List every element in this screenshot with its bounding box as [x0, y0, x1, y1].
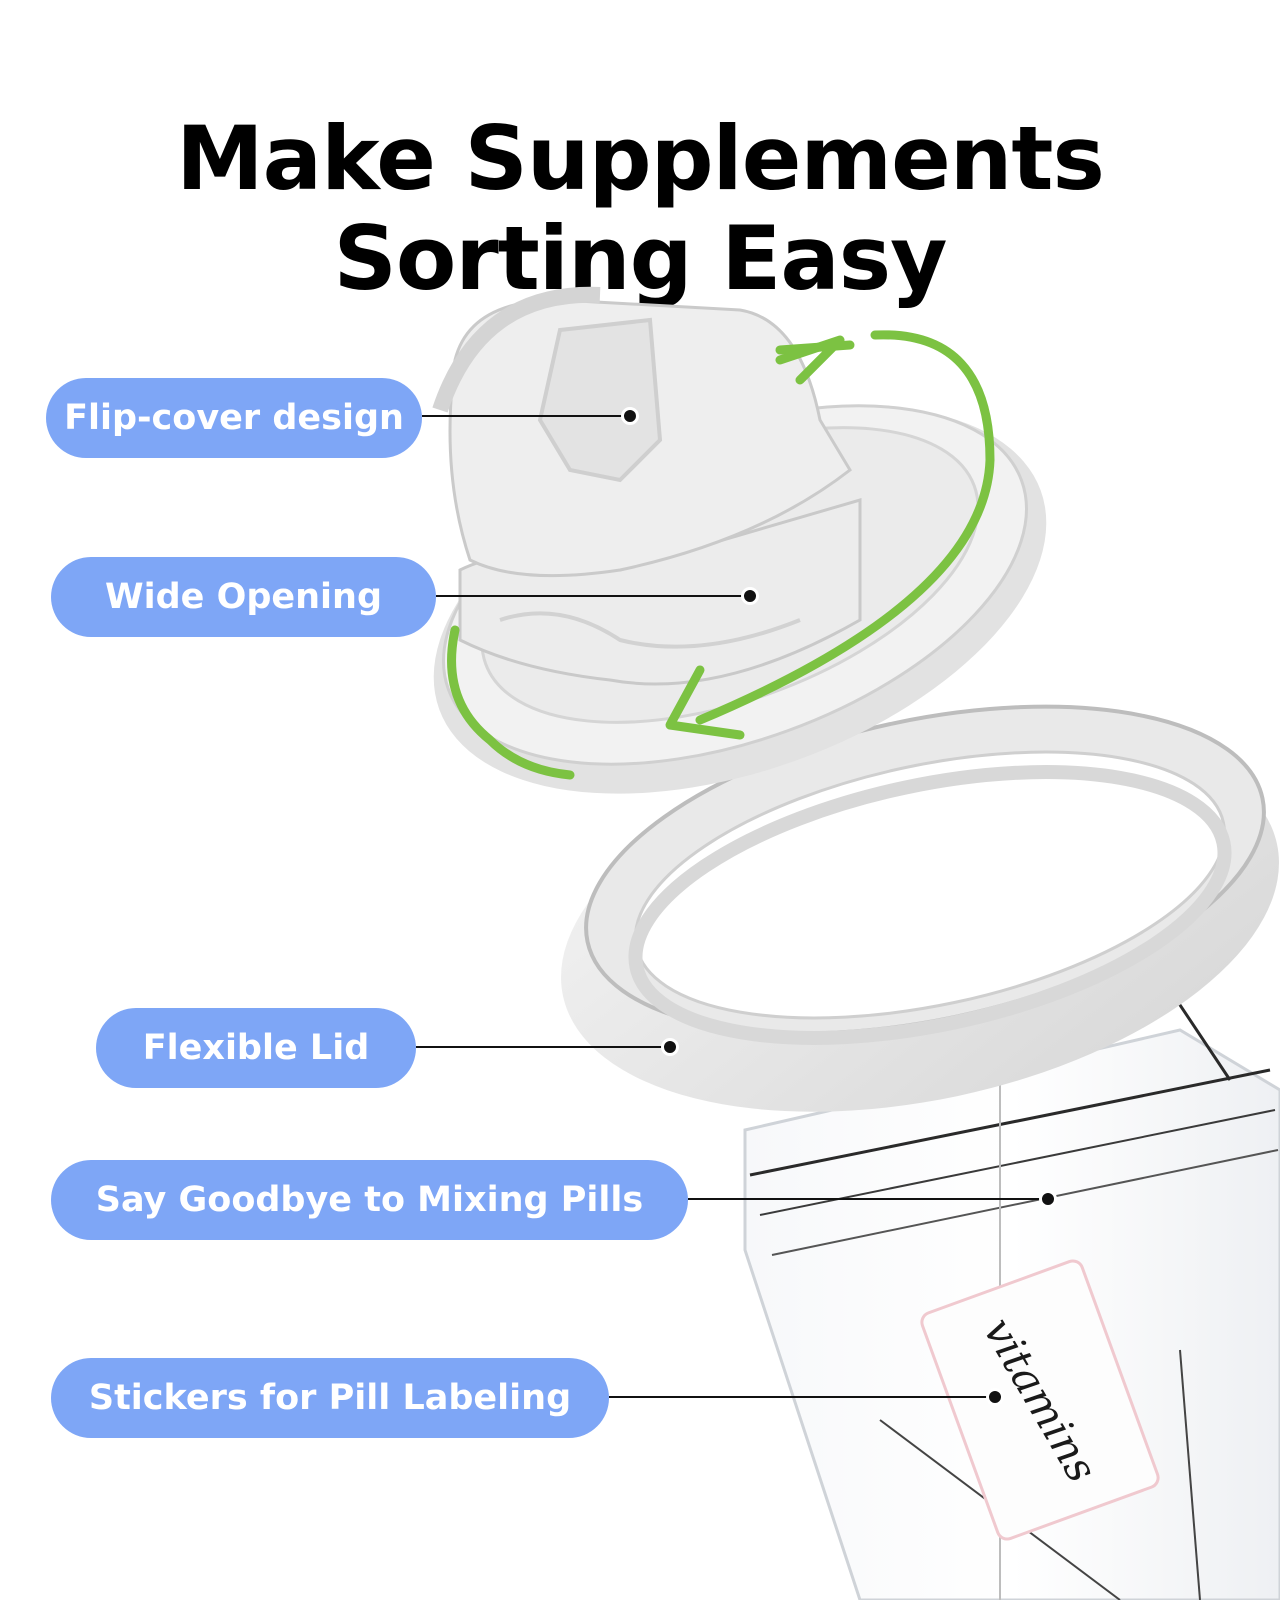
vitamins-sticker: vitamins — [920, 1259, 1160, 1541]
leader-dot — [986, 1388, 1004, 1406]
callout-flexible-lid: Flexible Lid — [96, 1008, 416, 1088]
callout-label: Stickers for Pill Labeling — [88, 1378, 572, 1418]
headline-line-1: Make Supplements — [176, 106, 1105, 210]
leader-dot — [621, 407, 639, 425]
leader-line — [416, 1046, 670, 1048]
callout-wide-opening: Wide Opening — [51, 557, 436, 637]
leader-line — [688, 1198, 1048, 1200]
callout-label: Say Goodbye to Mixing Pills — [95, 1180, 644, 1220]
callout-say-goodbye-to-mixing-pills: Say Goodbye to Mixing Pills — [51, 1160, 688, 1240]
leader-line — [436, 595, 750, 597]
callout-stickers-for-pill-labeling: Stickers for Pill Labeling — [51, 1358, 609, 1438]
headline: Make Supplements Sorting Easy — [0, 106, 1280, 310]
leader-line — [422, 415, 630, 417]
callout-label: Flexible Lid — [142, 1028, 370, 1068]
rotation-arrow-icon — [447, 330, 995, 780]
flip-cover — [432, 286, 852, 578]
callout-label: Flip-cover design — [64, 398, 404, 438]
headline-line-2: Sorting Easy — [333, 206, 948, 310]
callout-label: Wide Opening — [104, 577, 382, 617]
flexible-lid-ring — [561, 704, 1279, 1112]
leader-dot — [741, 587, 759, 605]
leader-line — [609, 1396, 995, 1398]
leader-dot — [661, 1038, 679, 1056]
leader-dot — [1039, 1190, 1057, 1208]
callout-flip-cover-design: Flip-cover design — [46, 378, 422, 458]
